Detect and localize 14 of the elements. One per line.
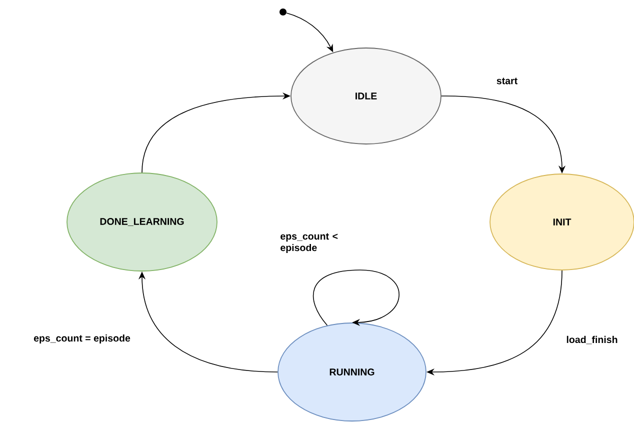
state-ellipse: [490, 174, 634, 270]
state-label: IDLE: [356, 92, 377, 100]
start-dot: [280, 8, 286, 16]
edge-label: eps_count = episode: [34, 334, 130, 344]
state-label: RUNNING: [330, 368, 374, 376]
state-ellipse: [66, 172, 218, 272]
state-label: INIT: [553, 218, 572, 226]
state-label: DONE_LEARNING: [100, 218, 184, 226]
state-ellipse: [278, 322, 426, 422]
edge-label: start: [496, 78, 518, 84]
edge-label: eps_count < episode: [280, 233, 338, 254]
arrow: [313, 270, 400, 326]
state-ellipse: [290, 48, 442, 144]
edge-label: load_finish: [566, 336, 618, 344]
